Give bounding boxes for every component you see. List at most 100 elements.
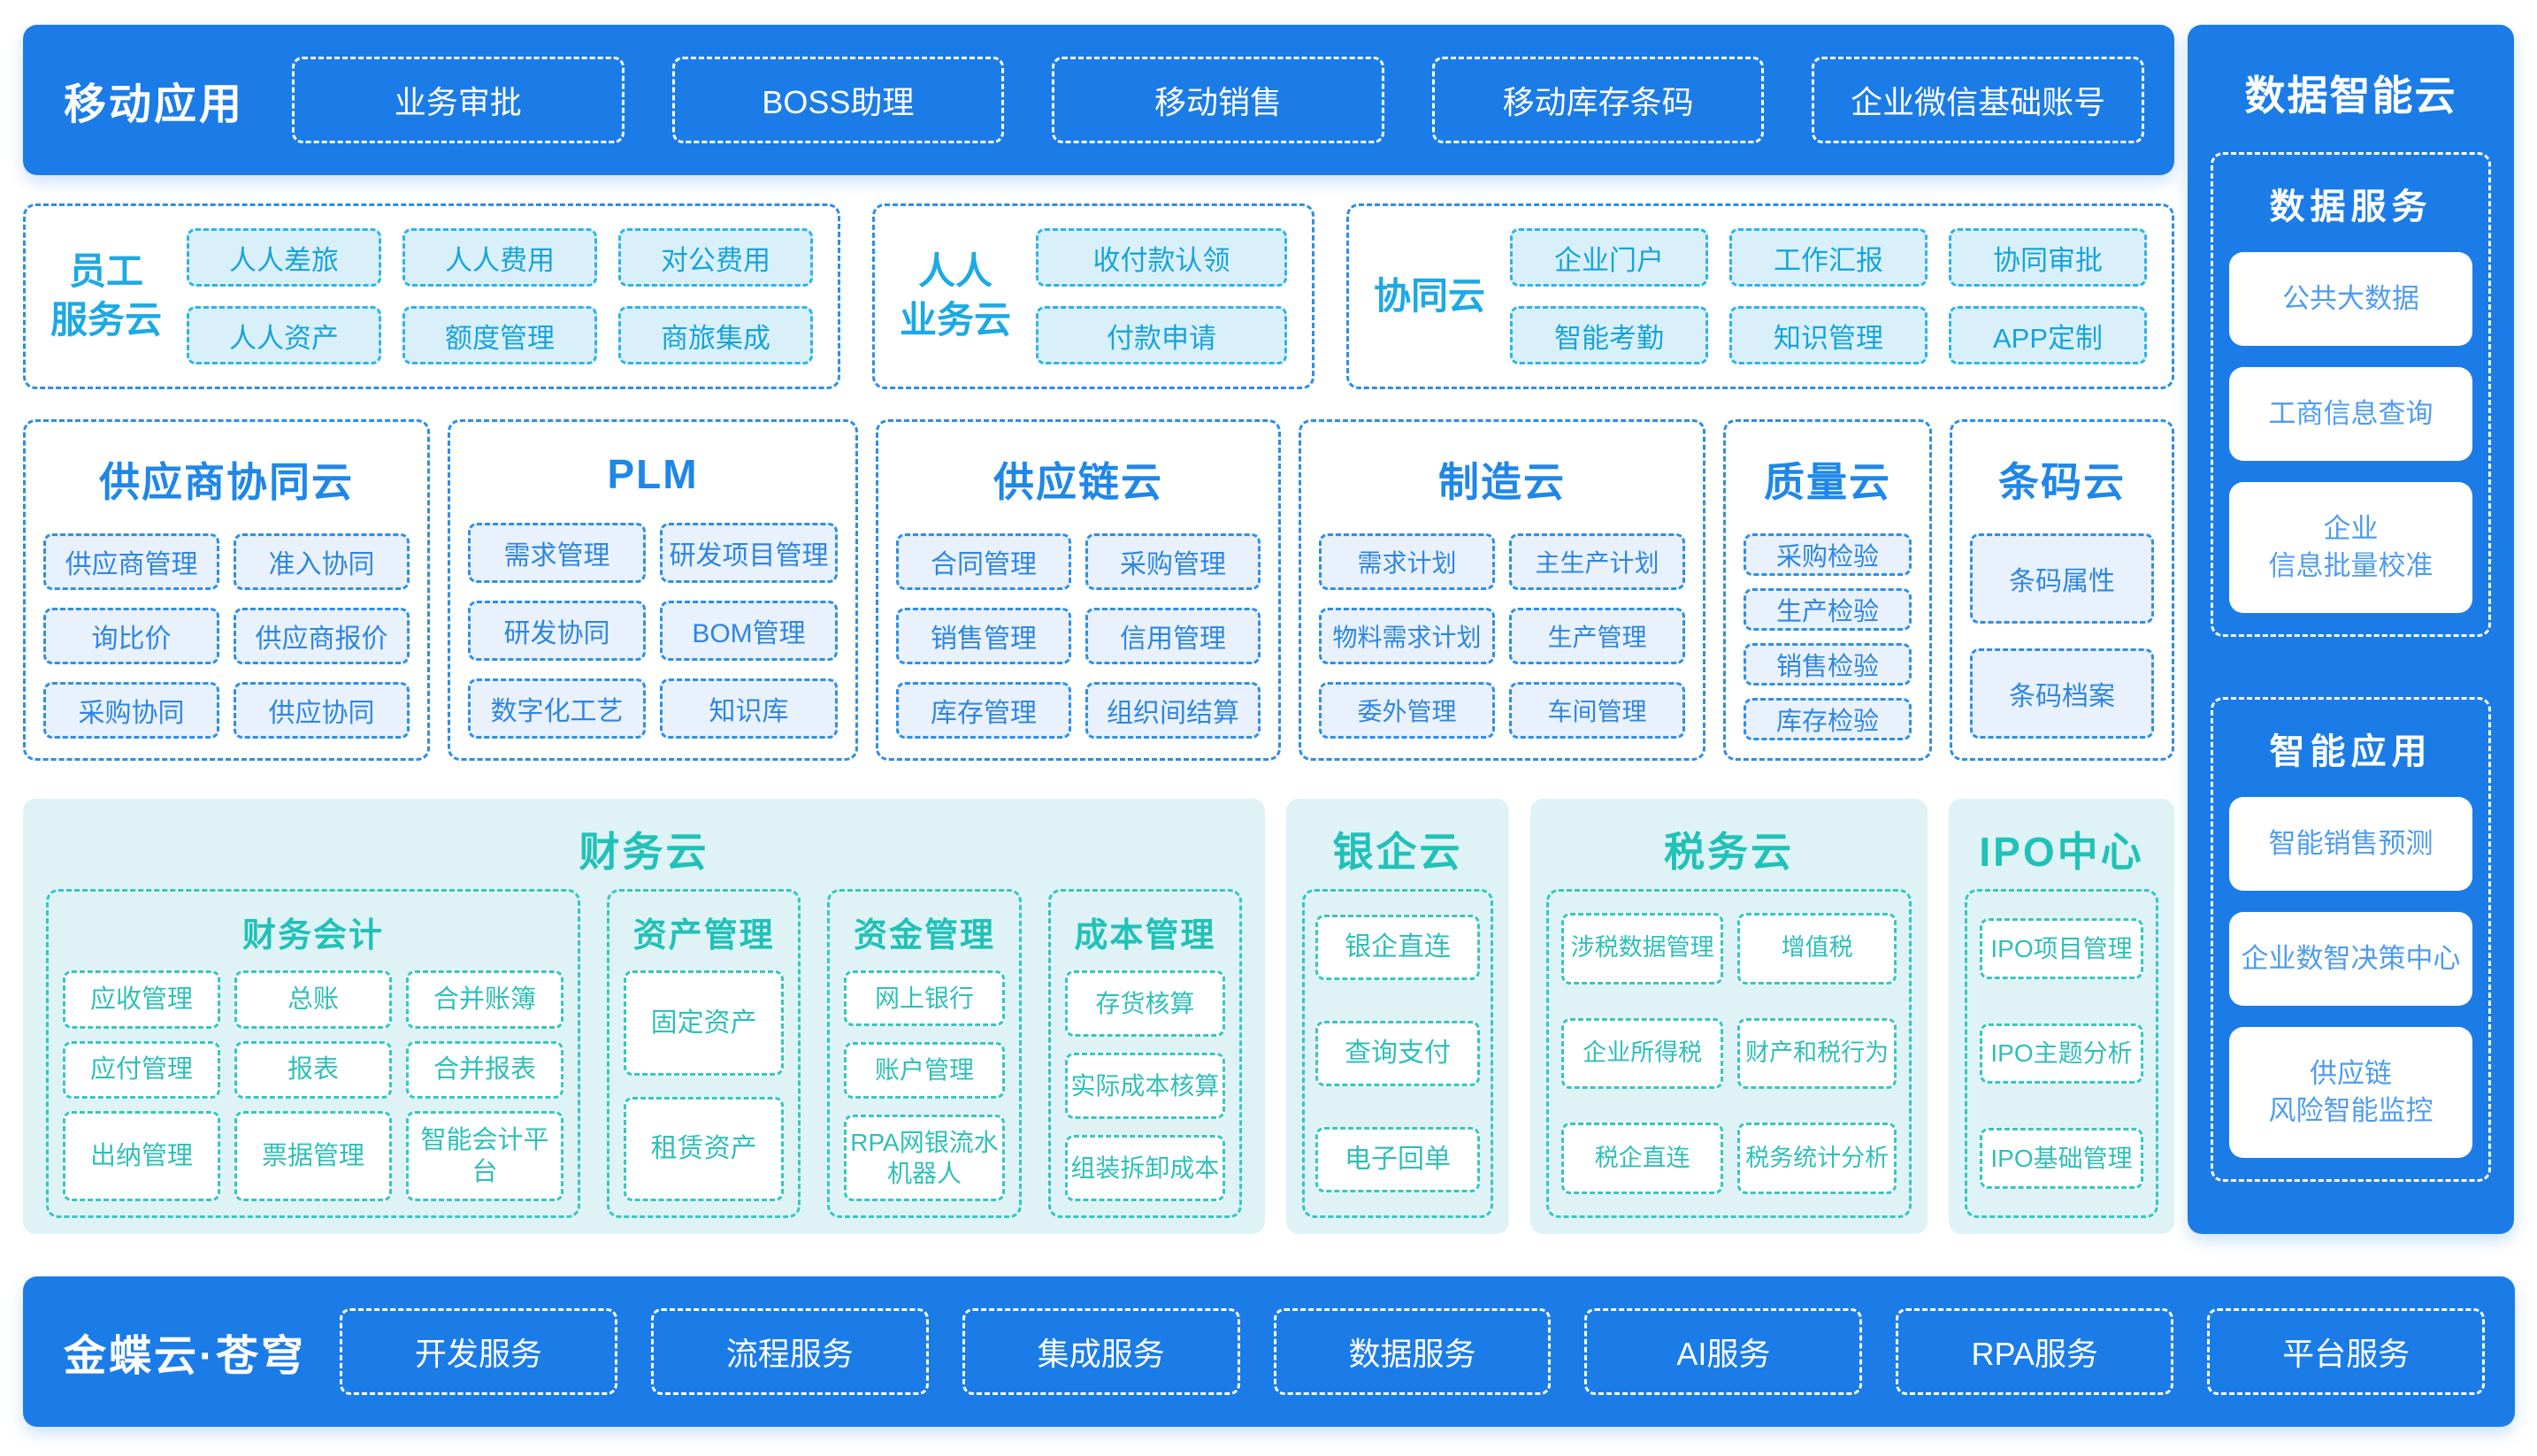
- platform-button-platform[interactable]: 平台服务: [2207, 1308, 2486, 1395]
- module-chip[interactable]: 采购管理: [1085, 533, 1261, 590]
- module-chip[interactable]: 采购检验: [1744, 533, 1912, 576]
- module-chip[interactable]: APP定制: [1949, 306, 2147, 364]
- module-chip[interactable]: 租赁资产: [624, 1096, 785, 1201]
- module-chip[interactable]: IPO项目管理: [1980, 918, 2143, 979]
- module-chip[interactable]: 网上银行: [844, 970, 1005, 1027]
- mobile-app-button-approval[interactable]: 业务审批: [292, 57, 625, 143]
- module-chip[interactable]: 知识库: [660, 678, 838, 739]
- module-chip[interactable]: 供应商管理: [43, 533, 219, 590]
- platform-button-integration[interactable]: 集成服务: [962, 1308, 1240, 1395]
- module-chip[interactable]: 应收管理: [63, 970, 220, 1029]
- module-chip[interactable]: 智能会计平台: [406, 1111, 563, 1201]
- module-chip[interactable]: 智能考勤: [1510, 306, 1708, 364]
- financial-accounting-title: 财务会计: [241, 917, 384, 954]
- platform-button-workflow[interactable]: 流程服务: [650, 1308, 929, 1395]
- module-chip[interactable]: 生产检验: [1744, 588, 1912, 631]
- module-chip[interactable]: 人人差旅: [187, 228, 381, 287]
- platform-button-ai[interactable]: AI服务: [1584, 1308, 1863, 1395]
- platform-button-dev[interactable]: 开发服务: [340, 1308, 617, 1395]
- module-chip[interactable]: 税企直连: [1561, 1123, 1724, 1194]
- module-chip[interactable]: 额度管理: [402, 306, 597, 364]
- section-financial-accounting: 财务会计 应收管理 总账 合并账簿 应付管理 报表 合并报表 出纳管理 票据管理…: [46, 889, 580, 1218]
- module-chip[interactable]: 人人费用: [402, 228, 597, 287]
- module-chip[interactable]: 合并报表: [406, 1040, 563, 1100]
- module-chip[interactable]: 银企直连: [1315, 915, 1480, 980]
- module-chip[interactable]: IPO主题分析: [1980, 1023, 2143, 1084]
- module-chip[interactable]: 委外管理: [1319, 682, 1495, 739]
- module-chip[interactable]: 企业所得税: [1561, 1017, 1724, 1090]
- module-chip[interactable]: 知识管理: [1729, 306, 1928, 364]
- module-chip[interactable]: 数字化工艺: [468, 678, 646, 739]
- module-chip[interactable]: 工作汇报: [1729, 228, 1928, 287]
- module-chip[interactable]: 人人资产: [187, 306, 381, 364]
- module-chip[interactable]: 增值税: [1737, 913, 1897, 985]
- section-data-services: 数据服务 公共大数据 工商信息查询 企业 信息批量校准: [2211, 152, 2491, 637]
- module-chip[interactable]: 库存管理: [896, 682, 1071, 739]
- cost-management-title: 成本管理: [1074, 917, 1216, 954]
- module-chip[interactable]: 协同审批: [1949, 228, 2147, 287]
- module-chip[interactable]: 财产和税行为: [1737, 1017, 1897, 1090]
- module-chip[interactable]: 应付管理: [63, 1040, 220, 1100]
- module-chip[interactable]: 采购协同: [43, 682, 219, 739]
- platform-button-rpa[interactable]: RPA服务: [1896, 1308, 2174, 1395]
- module-chip[interactable]: 收付款认领: [1036, 228, 1287, 287]
- module-chip[interactable]: 涉税数据管理: [1561, 913, 1724, 985]
- module-chip[interactable]: RPA网银流水 机器人: [844, 1114, 1005, 1201]
- module-chip[interactable]: 报表: [234, 1040, 392, 1100]
- module-chip[interactable]: 信用管理: [1085, 608, 1261, 664]
- platform-button-data[interactable]: 数据服务: [1273, 1308, 1552, 1395]
- panel-barcode-cloud: 条码云 条码属性 条码档案: [1950, 419, 2174, 761]
- module-chip[interactable]: 供应商报价: [234, 608, 410, 664]
- module-chip[interactable]: 对公费用: [618, 228, 813, 287]
- module-chip[interactable]: 研发协同: [468, 601, 646, 661]
- module-chip[interactable]: 电子回单: [1315, 1127, 1480, 1192]
- module-chip[interactable]: 查询支付: [1315, 1021, 1480, 1086]
- module-chip[interactable]: 存货核算: [1064, 970, 1225, 1037]
- module-chip[interactable]: 准入协同: [234, 533, 410, 590]
- people-business-cloud-items: 收付款认领 付款申请: [1036, 228, 1287, 364]
- module-chip[interactable]: 销售管理: [896, 608, 1071, 664]
- module-chip[interactable]: 物料需求计划: [1319, 608, 1495, 664]
- module-chip[interactable]: 企业 信息批量校准: [2229, 482, 2472, 613]
- module-chip[interactable]: 实际成本核算: [1064, 1053, 1225, 1119]
- module-chip[interactable]: 销售检验: [1744, 643, 1912, 686]
- module-chip[interactable]: 组装拆卸成本: [1064, 1135, 1225, 1201]
- module-chip[interactable]: 库存检验: [1744, 698, 1912, 740]
- module-chip[interactable]: 生产管理: [1509, 608, 1685, 664]
- module-chip[interactable]: 公共大数据: [2229, 252, 2472, 346]
- mobile-app-button-wecom[interactable]: 企业微信基础账号: [1812, 57, 2144, 143]
- module-chip[interactable]: 总账: [234, 970, 392, 1029]
- module-chip[interactable]: IPO基础管理: [1980, 1128, 2143, 1189]
- finance-cloud-sections: 财务会计 应收管理 总账 合并账簿 应付管理 报表 合并报表 出纳管理 票据管理…: [46, 889, 1242, 1218]
- panel-employee-service-cloud: 员工 服务云 人人差旅 人人费用 对公费用 人人资产 额度管理 商旅集成: [23, 203, 840, 389]
- module-chip[interactable]: 询比价: [43, 608, 219, 664]
- module-chip[interactable]: BOM管理: [660, 601, 838, 661]
- module-chip[interactable]: 账户管理: [844, 1042, 1005, 1099]
- module-chip[interactable]: 工商信息查询: [2229, 367, 2472, 461]
- module-chip[interactable]: 出纳管理: [63, 1111, 220, 1201]
- module-chip[interactable]: 供应协同: [234, 682, 410, 739]
- module-chip[interactable]: 条码属性: [1970, 533, 2154, 624]
- module-chip[interactable]: 需求计划: [1319, 533, 1495, 590]
- mobile-app-button-sales[interactable]: 移动销售: [1052, 57, 1384, 143]
- module-chip[interactable]: 组织间结算: [1085, 682, 1261, 739]
- module-chip[interactable]: 票据管理: [234, 1111, 392, 1201]
- module-chip[interactable]: 商旅集成: [618, 306, 813, 364]
- module-chip[interactable]: 车间管理: [1509, 682, 1685, 739]
- mobile-app-button-boss[interactable]: BOSS助理: [671, 57, 1005, 143]
- mobile-app-button-inventory-barcode[interactable]: 移动库存条码: [1431, 57, 1765, 143]
- module-chip[interactable]: 合同管理: [896, 533, 1071, 590]
- module-chip[interactable]: 供应链 风险智能监控: [2229, 1027, 2472, 1158]
- module-chip[interactable]: 税务统计分析: [1737, 1123, 1897, 1194]
- module-chip[interactable]: 合并账簿: [406, 970, 563, 1029]
- module-chip[interactable]: 需求管理: [468, 523, 646, 583]
- module-chip[interactable]: 付款申请: [1036, 306, 1287, 364]
- module-chip[interactable]: 条码档案: [1970, 648, 2154, 739]
- module-chip[interactable]: 主生产计划: [1509, 533, 1685, 590]
- module-chip[interactable]: 固定资产: [624, 970, 785, 1076]
- module-chip[interactable]: 企业门户: [1510, 228, 1708, 287]
- module-chip[interactable]: 智能销售预测: [2229, 797, 2472, 891]
- module-chip[interactable]: 研发项目管理: [660, 523, 838, 583]
- panel-supply-chain-cloud: 供应链云 合同管理 采购管理 销售管理 信用管理 库存管理 组织间结算: [876, 419, 1281, 761]
- module-chip[interactable]: 企业数智决策中心: [2229, 912, 2472, 1006]
